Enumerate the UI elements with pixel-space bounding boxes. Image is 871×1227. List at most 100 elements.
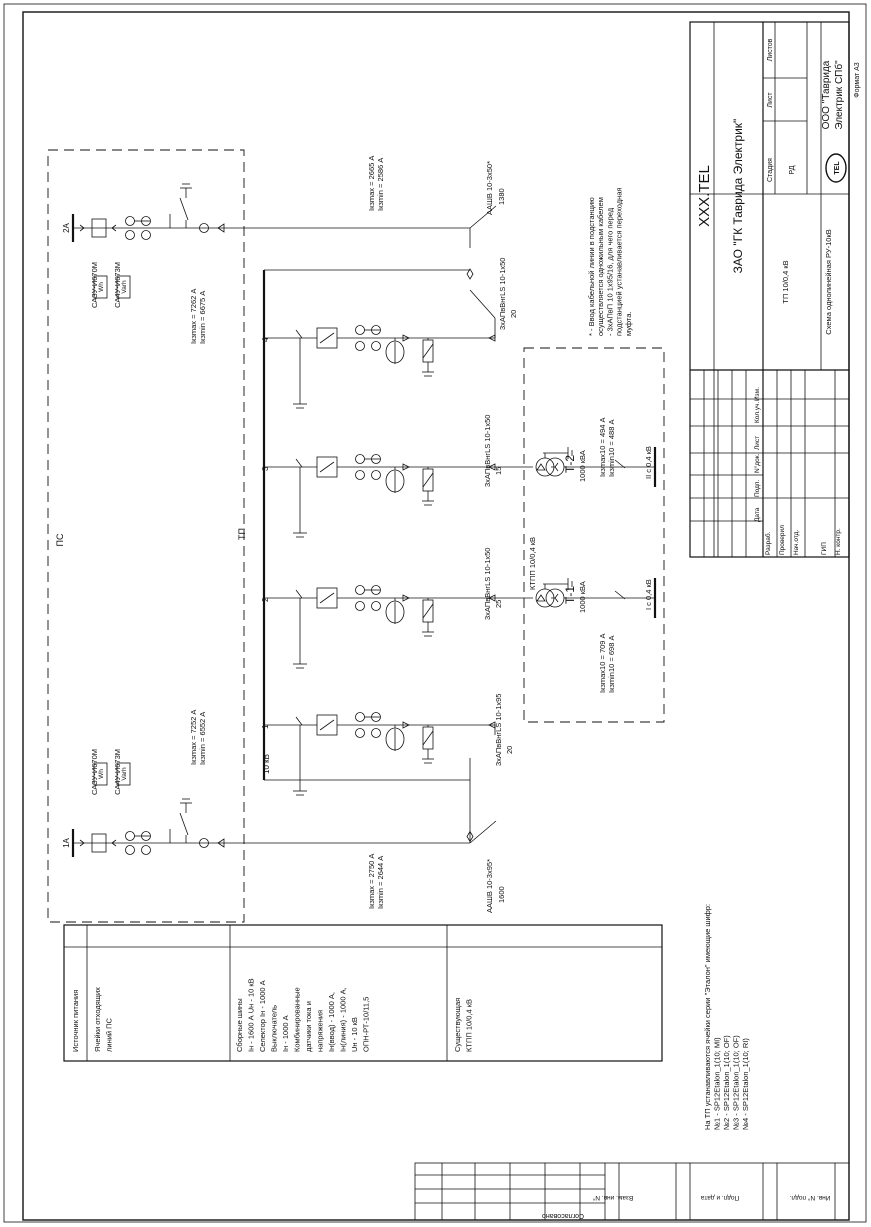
stamp-approved: Согласовано [542,1212,584,1219]
delta-icon [536,463,546,471]
star-icon [551,593,559,603]
delta-icon [536,594,546,602]
legend-line: Комбинированные [293,987,302,1052]
ps-feeder-label: 2А [62,222,71,232]
ps-feeder-label: 1А [62,837,71,847]
ps-fault-current: Iкзmax = 7262 А [189,289,198,344]
cable-leader [469,820,497,844]
cable-mark: ААШВ 10-3х50* [485,161,494,215]
ct-icon [355,325,365,335]
ct-icon [371,728,381,738]
tb-role: Разраб. [764,531,772,555]
legend-line: Существующая [453,998,462,1052]
lv-section-label: I с 0,4 кВ [644,579,653,610]
wire [319,592,335,604]
sheet-format: Формат А3 [854,62,861,97]
cell-number: 4 [261,337,270,342]
ct-icon [125,845,135,855]
cable-mark: 3хАПвВнгLS 10-1х50 [483,415,492,487]
ct-icon [355,728,365,738]
meter-model-1: САЗУ-И670М [90,749,99,795]
ct-icon [355,585,365,595]
transformer-fault-current: Iкзmin10 = 488 А [607,420,616,477]
ct-icon [355,341,365,351]
notes-block: На ТП устанавливаются ячейки серии "Этал… [703,904,750,1130]
legend-line: Источник питания [71,990,80,1052]
cable-joint-icon [466,268,474,280]
note-line: На ТП устанавливаются ячейки серии "Этал… [703,904,712,1130]
tb-role: Н. контр. [835,528,842,555]
stamp-replace-inv: Взам. инв. N° [592,1194,633,1202]
tp-label: ТП [237,528,247,540]
tb-column-header: Лист [754,436,761,450]
cell-number: 2 [261,597,270,602]
sheet-title: Схема однолинейная РУ-10кВ [824,229,833,334]
wh-meter-box [93,275,108,299]
cable-fault-current: Iкзmax = 2750 А [367,854,376,909]
sheets-label: Листов [767,38,774,61]
legend-line: линий ПС [105,1017,114,1052]
ct-icon [371,601,381,611]
legend-line: Выключатель [270,1005,279,1052]
tb-role: Нач.отд. [793,530,800,555]
cable-mark: 3хАПвВнгLS 10-1х95 [494,694,503,766]
cell-number: 3 [261,466,270,471]
fuse-icon [199,838,209,848]
legend-line: Селектор Iн - 1000 А [258,980,267,1052]
legend-line: Iн(ввод) - 1000 А, [327,992,336,1052]
connector-icon [79,224,117,232]
ct-icon [355,454,365,464]
tb-column-header: Изм. [754,387,761,401]
meter-model-2: СА4У-И673М [113,749,122,795]
legend-line: напряжения [316,1010,325,1052]
legend-line: Uн - 10 кВ [350,1017,359,1052]
meter-model-1: САЗУ-И670М [90,262,99,308]
note-line: №2 - SP12Etalon_1(10; OF) [722,1035,731,1130]
stamp-sign-date: Подп. и дата [700,1194,739,1201]
footnote-line: подстанцией устанавливается переходная [615,188,624,337]
star-icon [551,462,559,472]
ps-fault-current: Iкзmin = 6675 А [198,291,207,344]
outer-border [3,3,867,1223]
cable-joint-icon [466,830,474,843]
stamp-inv-orig: Инв. N° подл. [789,1194,830,1202]
note-line: №3 - SP12Etalon_1(10; OF) [732,1035,741,1130]
ct-icon [371,341,381,351]
title-block: XXX.TEL ЗАО "ГК Таврида Электрик" ТП 10/… [689,21,861,558]
wire [319,332,335,344]
varh-meter-label: Varh [121,280,128,294]
ps-fault-current: Iкзmax = 7252 А [189,710,198,765]
ct-icon [141,230,151,240]
fuse-icon [199,223,209,233]
cable-length: 1600 [497,886,506,903]
wire [422,472,434,488]
selector-switch [295,716,303,726]
lv-breaker [614,590,626,600]
connector-icon [79,839,117,847]
earth-switch [179,812,189,836]
cable-length: 15 [494,467,503,475]
org-name-line-2: Электрик СПб" [833,60,845,130]
tb-role: ГИП [821,542,828,555]
footnote-line: * - Ввод кабельной линии в подстанцию [587,197,596,336]
note-line: №4 - SP12Etalon_1(10; RI) [741,1038,750,1130]
tb-column-header: N°док. [753,453,761,473]
breaker-icon [91,218,107,238]
cable-length: 20 [505,746,514,754]
cable-length: 25 [494,600,503,608]
legend-line: Iн - 1000 А [281,1015,290,1052]
company-logo-icon: TEL [825,153,847,183]
sheet-label: Лист [767,92,774,108]
wire [319,719,335,731]
transformer-power: 1000 кВА [578,581,587,613]
transformer-power: 1000 кВА [578,450,587,482]
legend-line: КТПП 10/0,4 кВ [465,999,474,1052]
transformer-fault-current: Iкзmax10 = 709 А [598,633,607,693]
varh-meter-box [116,762,131,786]
transformer-name: Т-1 [563,586,577,604]
note-line: №1 - SP12Etalon_1(10; MI) [713,1037,722,1130]
wire [422,603,434,619]
